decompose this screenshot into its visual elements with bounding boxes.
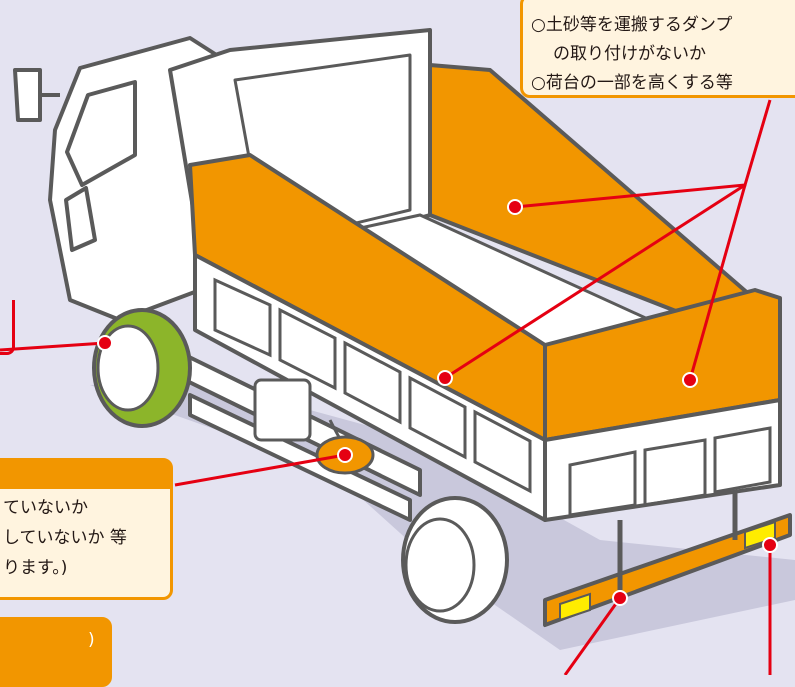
callout-bottom-left-small-line1: ) [88, 630, 95, 650]
marker-front-tire [97, 335, 113, 351]
bed-side-panels [213, 277, 532, 494]
marker-underbody [337, 447, 353, 463]
marker-reflector [762, 537, 778, 553]
reflector-right [744, 520, 776, 550]
front-tire [92, 308, 192, 428]
rear-gate-board [543, 288, 782, 442]
callout-top-right: ○土砂等を運搬するダンプ の取り付けがないか ○荷台の一部を高くする等 [520, 0, 795, 98]
callout-bottom-left-header [0, 461, 170, 489]
rear-tire [401, 496, 509, 624]
leader-lines [0, 99, 772, 675]
callout-top-right-line1: ○土砂等を運搬するダンプ [531, 15, 733, 35]
callout-bottom-left-line1: ていないか [3, 498, 88, 518]
callout-bottom-left: ていないか していないか 等 ります。) [0, 458, 173, 600]
callout-top-right-line2: の取り付けがないか [553, 44, 706, 64]
reflector-left [559, 592, 591, 622]
marker-dots [97, 199, 778, 606]
marker-bumper [612, 590, 628, 606]
marker-side-board-left [437, 370, 453, 386]
callout-bottom-left-small: ) [0, 617, 112, 687]
rear-bumper [543, 490, 792, 627]
marker-side-board-right [507, 199, 523, 215]
callout-bottom-left-line3: ります。) [3, 558, 68, 578]
callout-left-edge [0, 300, 15, 355]
bed-rear-panels [568, 426, 772, 517]
callout-bottom-left-line2: していないか 等 [3, 528, 127, 548]
marker-rear-gate [682, 372, 698, 388]
callout-top-right-line3: ○荷台の一部を高くする等 [531, 73, 733, 93]
